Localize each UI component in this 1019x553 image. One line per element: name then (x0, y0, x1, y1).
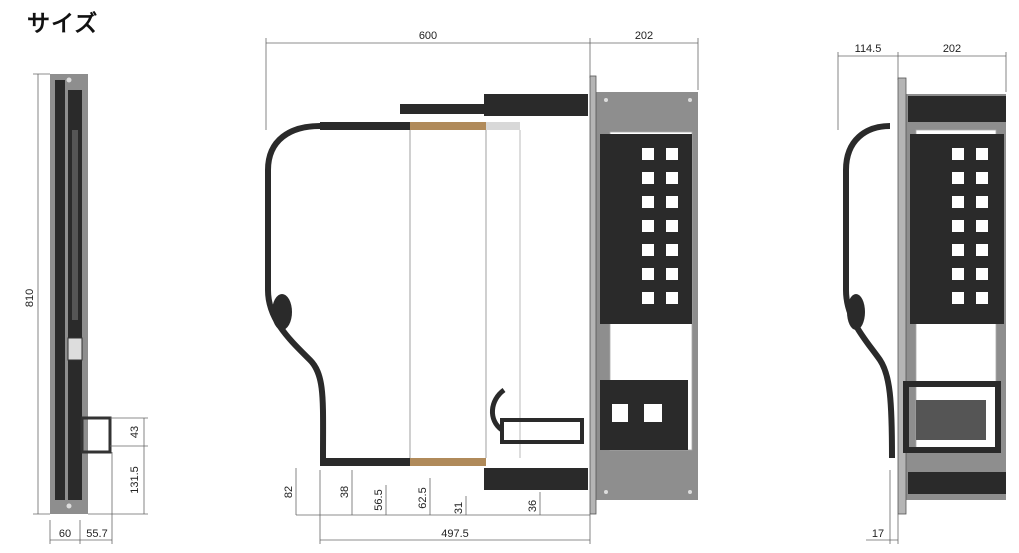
dim-17: 17 (872, 528, 884, 540)
dim-497-5: 497.5 (441, 528, 469, 540)
right-view: 114.5 202 17 (837, 43, 1007, 544)
dim-131-5: 131.5 (129, 466, 141, 494)
side-bracket (80, 416, 112, 454)
front-upper-holes (642, 148, 678, 304)
dim-38: 38 (339, 486, 351, 498)
right-wall-edge (897, 77, 907, 515)
side-clip (67, 337, 83, 361)
right-handle (843, 123, 895, 459)
dim-56-5: 56.5 (373, 489, 385, 510)
side-rail-outer (55, 80, 65, 500)
right-handle-knob (847, 294, 865, 330)
right-lower-shelf (903, 381, 1001, 453)
side-rail-slot (72, 130, 78, 320)
side-hole-bottom (66, 503, 72, 509)
dim-810: 810 (24, 289, 36, 307)
page-title: サイズ (27, 11, 99, 37)
dim-114-5: 114.5 (855, 43, 882, 55)
side-hole-top (66, 77, 72, 83)
right-upper-holes (952, 148, 988, 304)
dim-36: 36 (527, 500, 539, 512)
front-top-rail (484, 94, 588, 116)
front-lower-holes (612, 404, 662, 422)
dim-600: 600 (419, 30, 437, 42)
front-handle-knob (272, 294, 292, 330)
dim-62-5: 62.5 (417, 487, 429, 508)
side-view: 810 43 131.5 60 55.7 (24, 73, 148, 544)
front-bottom-rail (484, 468, 588, 490)
front-view: 600 202 (265, 30, 699, 544)
dim-55-7: 55.7 (86, 528, 107, 540)
dim-31: 31 (453, 502, 465, 514)
dim-43: 43 (129, 426, 141, 438)
dim-202-front: 202 (635, 30, 653, 42)
dim-60: 60 (59, 528, 71, 540)
dim-202-right: 202 (943, 43, 961, 55)
front-handle (265, 123, 327, 459)
front-mechanism (500, 418, 584, 444)
front-wall-edge (589, 75, 597, 515)
dim-82: 82 (283, 486, 295, 498)
